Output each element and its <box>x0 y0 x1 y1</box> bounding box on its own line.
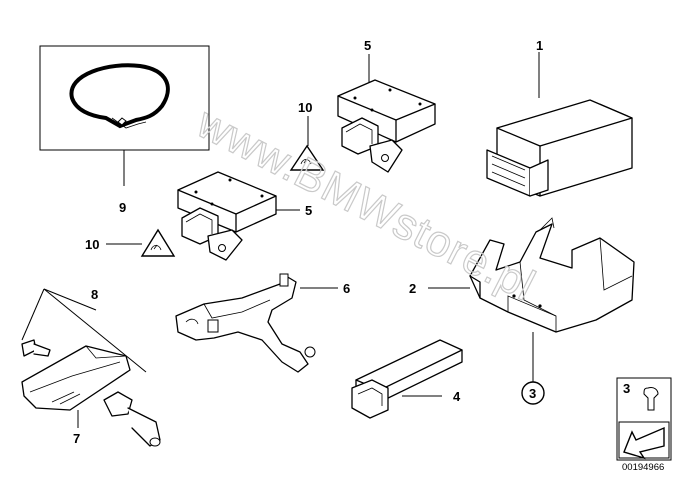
warning-label-lower-part <box>140 228 176 257</box>
tire-detail-frame <box>39 45 210 151</box>
label-part-8: 8 <box>91 287 98 302</box>
label-part-5-upper: 5 <box>364 38 371 53</box>
label-part-6: 6 <box>343 281 350 296</box>
diagram-id: 00194966 <box>622 462 664 473</box>
legend-box <box>616 377 672 461</box>
tire-pressure-sensor-group <box>21 288 161 447</box>
sensor-module-lower-part <box>177 171 277 261</box>
label-part-7: 7 <box>73 431 80 446</box>
legend-label-3: 3 <box>623 381 630 396</box>
label-part-3: 3 <box>529 386 536 401</box>
sensor-module-upper-part <box>337 79 436 173</box>
control-unit-part <box>486 99 633 197</box>
label-part-1: 1 <box>536 38 543 53</box>
label-part-10-lower: 10 <box>85 237 99 252</box>
bracket-part <box>175 273 316 373</box>
holder-part <box>469 217 635 333</box>
warning-label-upper-part <box>289 144 325 171</box>
label-part-2: 2 <box>409 281 416 296</box>
label-part-10-upper: 10 <box>298 100 312 115</box>
label-part-4: 4 <box>453 389 461 404</box>
receiver-part <box>351 339 463 419</box>
label-part-5-lower: 5 <box>305 203 312 218</box>
part-3-callout <box>521 381 545 405</box>
label-part-9: 9 <box>119 200 126 215</box>
